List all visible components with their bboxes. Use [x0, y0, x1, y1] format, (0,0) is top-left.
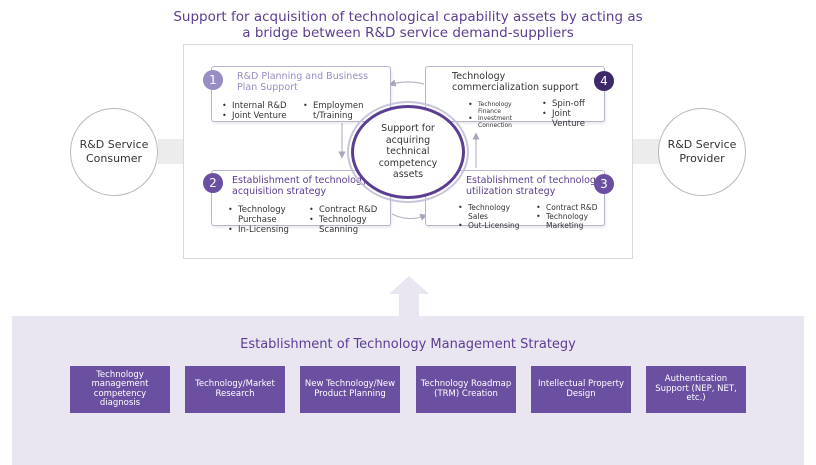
list-item: Technology Sales — [456, 203, 520, 221]
step-2-list-b: Contract R&D Technology Scanning — [307, 205, 377, 235]
arrow-2-to-3 — [391, 213, 428, 221]
provider-line-2: Provider — [679, 152, 725, 165]
list-item: Employmen t/Training — [301, 101, 364, 121]
strategy-item: Technology/Market Research — [185, 366, 285, 413]
list-item: Out-Licensing — [456, 221, 520, 230]
list-item: Technology Finance — [466, 101, 512, 115]
step-2-badge: 2 — [203, 173, 223, 193]
band-title: Establishment of Technology Management S… — [240, 337, 576, 352]
headline-line-2: a bridge between R&D service demand-supp… — [242, 25, 574, 41]
list-item: Contract R&D — [307, 205, 377, 215]
step-1-badge: 1 — [203, 70, 223, 90]
headline-line-1: Support for acquisition of technological… — [173, 9, 643, 25]
up-arrow-icon — [389, 276, 429, 316]
step-3-list-a: Technology Sales Out-Licensing — [456, 203, 520, 230]
list-item: In-Licensing — [226, 225, 289, 235]
step-1-list-b: Employmen t/Training — [301, 101, 364, 121]
step-2-list-a: Technology Purchase In-Licensing — [226, 205, 289, 235]
strategy-item: Technology management competency diagnos… — [70, 366, 170, 413]
list-item: Technology Purchase — [226, 205, 289, 225]
strategy-item: New Technology/New Product Planning — [300, 366, 400, 413]
step-1-title: R&D Planning and Business Plan Support — [237, 71, 369, 93]
step-4-list-b: Spin-off Joint Venture — [540, 99, 585, 129]
hub-text: Support for acquiring technical competen… — [378, 123, 438, 181]
headline: Support for acquisition of technological… — [150, 9, 666, 41]
provider-line-1: R&D Service — [667, 138, 737, 151]
rd-service-provider: R&D Service Provider — [658, 108, 746, 196]
list-item: Internal R&D — [220, 101, 287, 111]
list-item: Joint Venture — [220, 111, 287, 121]
step-2-title: Establishment of technology acquisition … — [232, 175, 368, 197]
strategy-item: Authentication Support (NEP, NET, etc.) — [646, 366, 746, 413]
step-4-title: Technology commercialization support — [452, 71, 579, 93]
step-4-list-a: Technology Finance Investment Connection — [466, 101, 512, 129]
strategy-item: Technology Roadmap (TRM) Creation — [416, 366, 516, 413]
list-item: Technology Scanning — [307, 215, 377, 235]
list-item: Joint Venture — [540, 109, 585, 129]
provider-connector — [632, 139, 660, 164]
step-4-badge: 4 — [594, 71, 614, 91]
list-item: Spin-off — [540, 99, 585, 109]
management-strategy-band: Establishment of Technology Management S… — [12, 316, 804, 465]
step-3-title: Establishment of technology utilization … — [466, 175, 602, 197]
step-4-box: Technology commercialization support Tec… — [425, 66, 605, 129]
step-3-list-b: Contract R&D Technology Marketing — [534, 203, 597, 230]
consumer-line-1: R&D Service — [79, 138, 149, 151]
arrow-4-to-1 — [388, 79, 425, 87]
list-item: Investment Connection — [466, 115, 512, 129]
rd-service-consumer: R&D Service Consumer — [70, 108, 158, 196]
list-item: Contract R&D — [534, 203, 597, 212]
central-hub: Support for acquiring technical competen… — [347, 101, 469, 203]
step-3-badge: 3 — [594, 174, 614, 194]
list-item: Technology Marketing — [534, 212, 597, 230]
step-1-list-a: Internal R&D Joint Venture — [220, 101, 287, 121]
consumer-line-2: Consumer — [85, 152, 143, 165]
strategy-item: Intellectual Property Design — [531, 366, 631, 413]
step-2-box: Establishment of technology acquisition … — [211, 170, 391, 235]
consumer-connector — [158, 139, 184, 164]
step-1-box: R&D Planning and Business Plan Support I… — [211, 66, 391, 122]
